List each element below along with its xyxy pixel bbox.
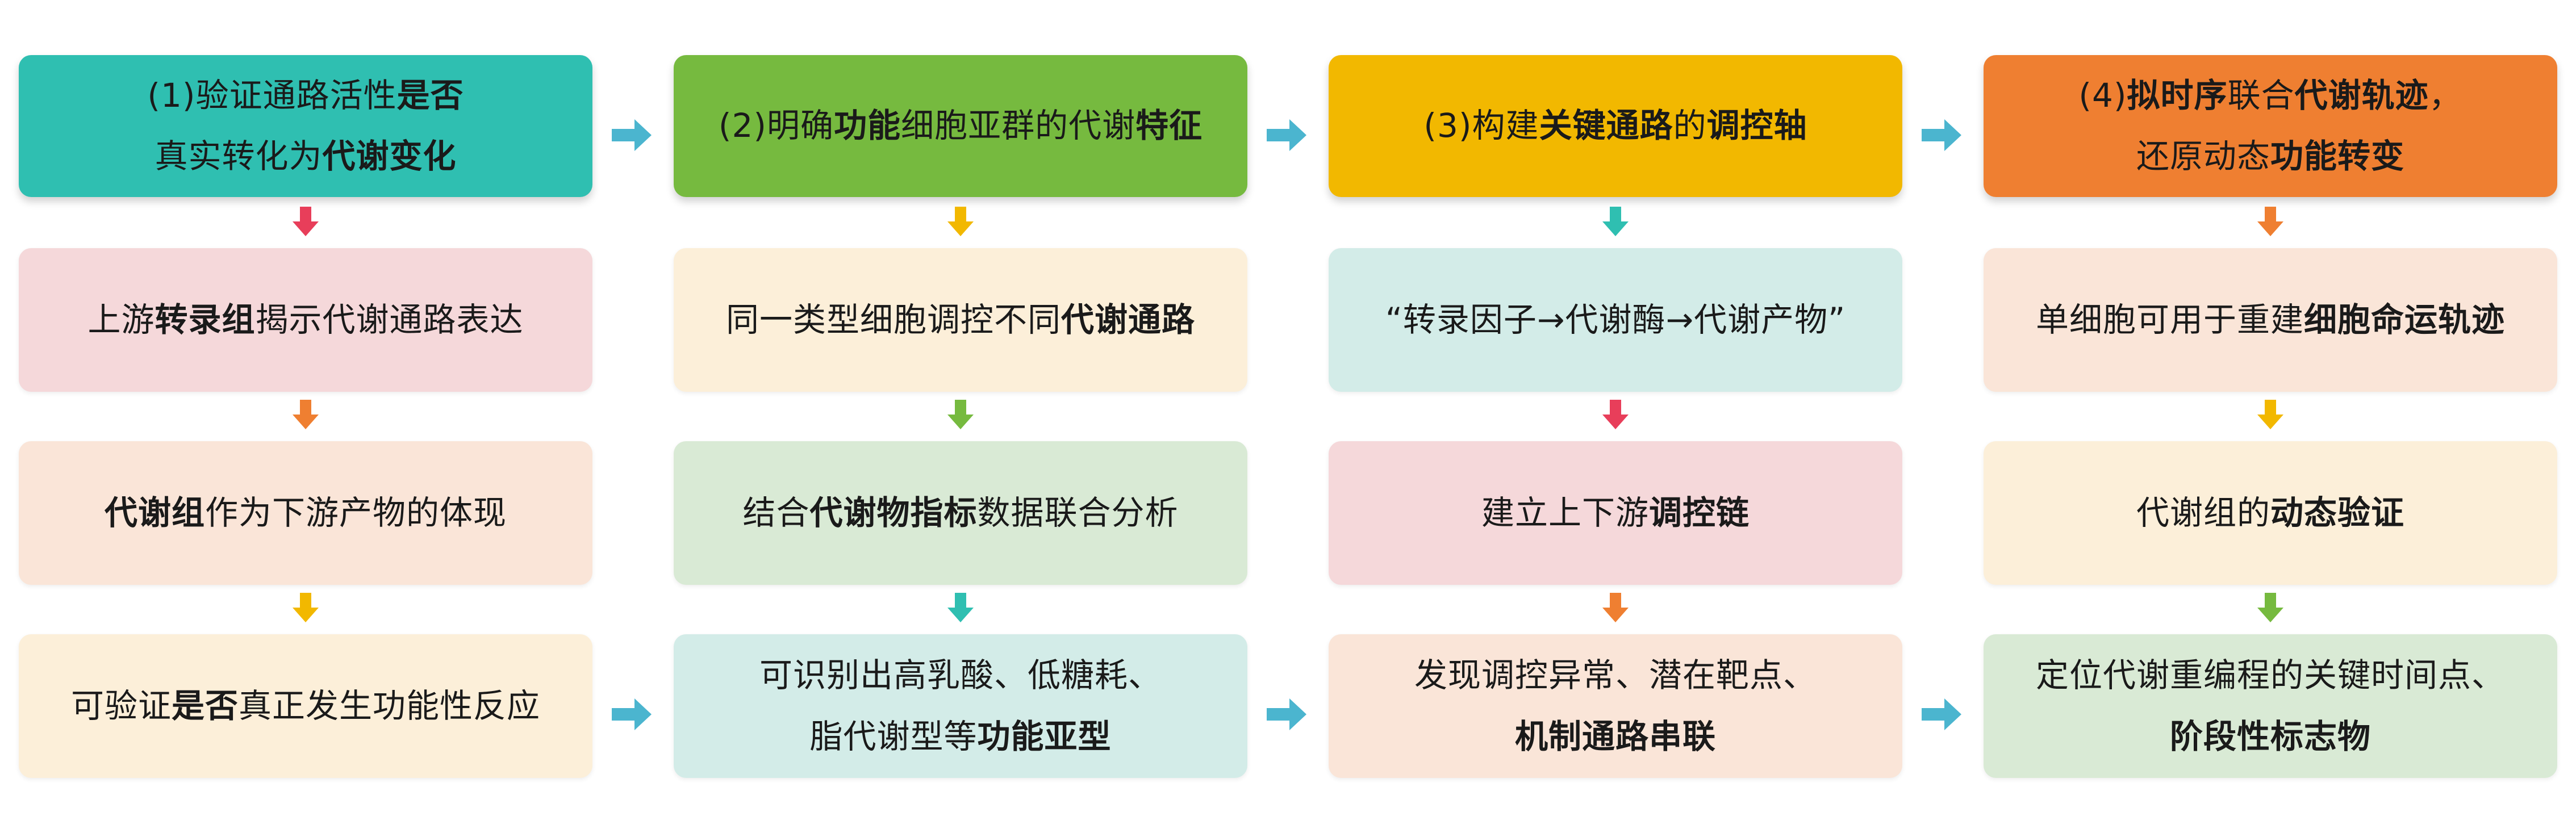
arrow-down-icon — [2257, 593, 2283, 622]
arrow-right-icon — [612, 119, 652, 151]
text-line: 建立上下游调控链 — [1481, 493, 1750, 532]
text-line: 定位代谢重编程的关键时间点、 — [2035, 656, 2505, 695]
bold-text: 调控链 — [1649, 493, 1750, 532]
step-1-cell-2: 代谢组作为下游产物的体现 — [19, 441, 592, 585]
step-4-cell-1: 单细胞可用于重建细胞命运轨迹 — [1984, 248, 2557, 392]
text-line: 上游转录组揭示代谢通路表达 — [87, 300, 524, 339]
text-line: 单细胞可用于重建细胞命运轨迹 — [2035, 300, 2506, 339]
header-step-1: (1)验证通路活性是否真实转化为代谢变化 — [19, 55, 592, 197]
text-line: “转录因子→代谢酶→代谢产物” — [1385, 300, 1846, 339]
bold-text: 功能亚型 — [977, 717, 1112, 756]
arrow-down-icon — [2257, 400, 2283, 429]
text-line: (1)验证通路活性是否 — [147, 76, 464, 115]
arrow-down-icon — [293, 593, 319, 622]
bold-text: 代谢物指标 — [809, 493, 978, 532]
bold-text: 代谢轨迹 — [2294, 76, 2429, 115]
arrow-right-icon — [1267, 119, 1306, 151]
step-2-cell-3: 可识别出高乳酸、低糖耗、脂代谢型等功能亚型 — [674, 634, 1247, 778]
step-4-cell-3: 定位代谢重编程的关键时间点、阶段性标志物 — [1984, 634, 2557, 778]
bold-text: 特征 — [1135, 106, 1203, 145]
arrow-right-icon — [1267, 698, 1306, 730]
arrow-right-icon — [1922, 698, 1961, 730]
step-1-cell-1: 上游转录组揭示代谢通路表达 — [19, 248, 592, 392]
text-line: 机制通路串联 — [1515, 706, 1716, 767]
text-line: (2)明确功能细胞亚群的代谢特征 — [718, 106, 1203, 145]
text-line: (3)构建关键通路的调控轴 — [1423, 106, 1807, 145]
bold-text: 功能 — [834, 106, 901, 145]
bold-text: 代谢组 — [104, 493, 205, 532]
text-line: 还原动态功能转变 — [2136, 137, 2405, 175]
text-line: 结合代谢物指标数据联合分析 — [742, 493, 1179, 532]
arrow-right-icon — [1922, 119, 1961, 151]
arrow-down-icon — [947, 207, 974, 236]
arrow-down-icon — [1602, 207, 1629, 236]
bold-text: 动态验证 — [2270, 493, 2405, 532]
step-3-cell-1: “转录因子→代谢酶→代谢产物” — [1329, 248, 1902, 392]
header-step-4: (4)拟时序联合代谢轨迹， 还原动态功能转变 — [1984, 55, 2557, 197]
arrow-down-icon — [293, 207, 319, 236]
bold-text: 是否 — [171, 686, 239, 725]
header-step-2: (2)明确功能细胞亚群的代谢特征 — [674, 55, 1247, 197]
bold-text: 代谢通路 — [1061, 300, 1196, 339]
step-2-cell-1: 同一类型细胞调控不同代谢通路 — [674, 248, 1247, 392]
arrow-down-icon — [293, 400, 319, 429]
step-3-cell-2: 建立上下游调控链 — [1329, 441, 1902, 585]
text-line: 阶段性标志物 — [2170, 706, 2371, 767]
step-4-cell-2: 代谢组的动态验证 — [1984, 441, 2557, 585]
bold-text: 是否 — [396, 76, 464, 115]
header-step-3: (3)构建关键通路的调控轴 — [1329, 55, 1902, 197]
step-2-cell-2: 结合代谢物指标数据联合分析 — [674, 441, 1247, 585]
arrow-down-icon — [2257, 207, 2283, 236]
bold-text: 转录组 — [155, 300, 256, 339]
text-line: 代谢组的动态验证 — [2136, 493, 2405, 532]
bold-text: 关键通路 — [1539, 106, 1673, 145]
arrow-down-icon — [1602, 400, 1629, 429]
step-1-cell-3: 可验证是否真正发生功能性反应 — [19, 634, 592, 778]
bold-text: 调控轴 — [1706, 106, 1807, 145]
arrow-right-icon — [612, 698, 652, 730]
text-line: 脂代谢型等功能亚型 — [809, 717, 1112, 756]
text-line: 同一类型细胞调控不同代谢通路 — [725, 300, 1196, 339]
step-3-cell-3: 发现调控异常、潜在靶点、机制通路串联 — [1329, 634, 1902, 778]
text-line: 可识别出高乳酸、低糖耗、 — [759, 656, 1162, 695]
bold-text: 代谢变化 — [322, 137, 457, 175]
bold-text: 机制通路串联 — [1514, 717, 1716, 756]
text-line: (4)拟时序联合代谢轨迹， — [2078, 76, 2462, 115]
arrow-down-icon — [947, 400, 974, 429]
arrow-down-icon — [1602, 593, 1629, 622]
bold-text: 拟时序 — [2127, 76, 2228, 115]
text-line: 可验证是否真正发生功能性反应 — [70, 686, 541, 725]
arrow-down-icon — [947, 593, 974, 622]
bold-text: 阶段性标志物 — [2169, 717, 2371, 756]
text-line: 代谢组作为下游产物的体现 — [104, 493, 507, 532]
bold-text: 功能转变 — [2270, 137, 2405, 175]
text-line: 真实转化为代谢变化 — [155, 137, 457, 175]
bold-text: 细胞命运轨迹 — [2304, 300, 2506, 339]
text-line: 发现调控异常、潜在靶点、 — [1414, 656, 1817, 695]
